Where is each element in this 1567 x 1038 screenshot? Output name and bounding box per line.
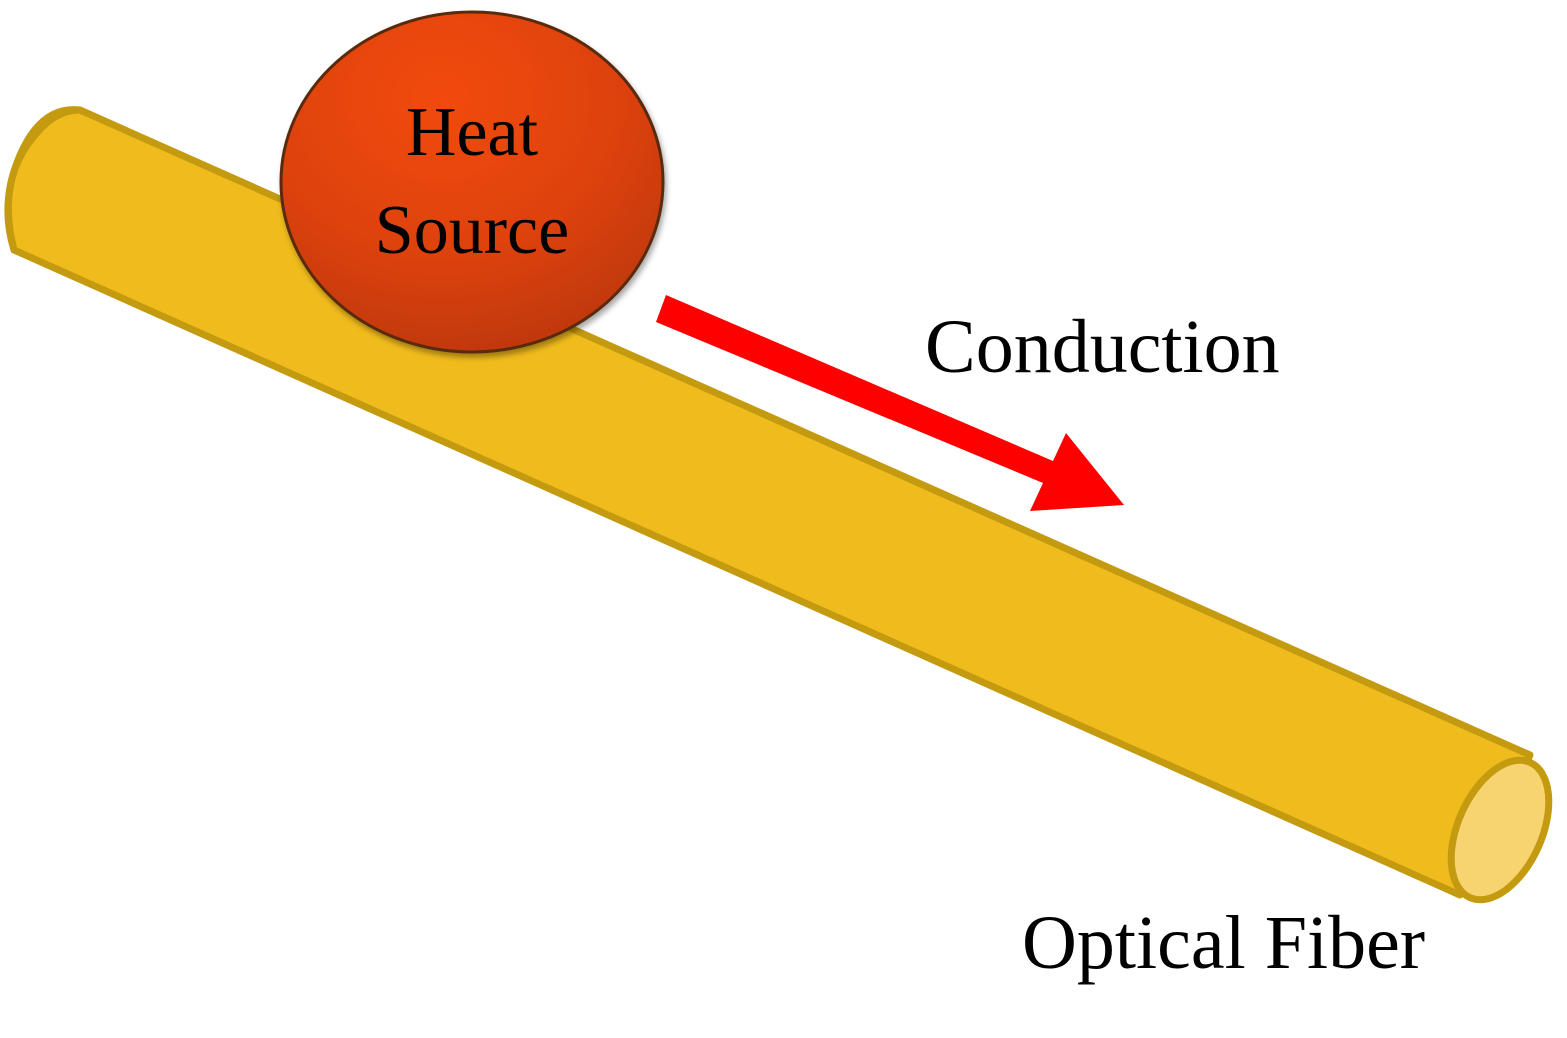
optical-fiber-label: Optical Fiber bbox=[1022, 901, 1425, 985]
conduction-arrow bbox=[656, 295, 1124, 511]
fiber-body bbox=[4, 106, 1534, 899]
heat-source-ellipse bbox=[279, 10, 665, 354]
heat-source-label-line2: Source bbox=[375, 192, 569, 269]
fiber-end-face bbox=[1447, 756, 1553, 904]
heat-source-label-line1: Heat bbox=[406, 94, 539, 171]
optical-fiber bbox=[4, 106, 1553, 904]
conduction-label: Conduction bbox=[925, 305, 1280, 389]
heat-source: Heat Source bbox=[279, 10, 665, 354]
fiber-left-end bbox=[4, 106, 84, 254]
